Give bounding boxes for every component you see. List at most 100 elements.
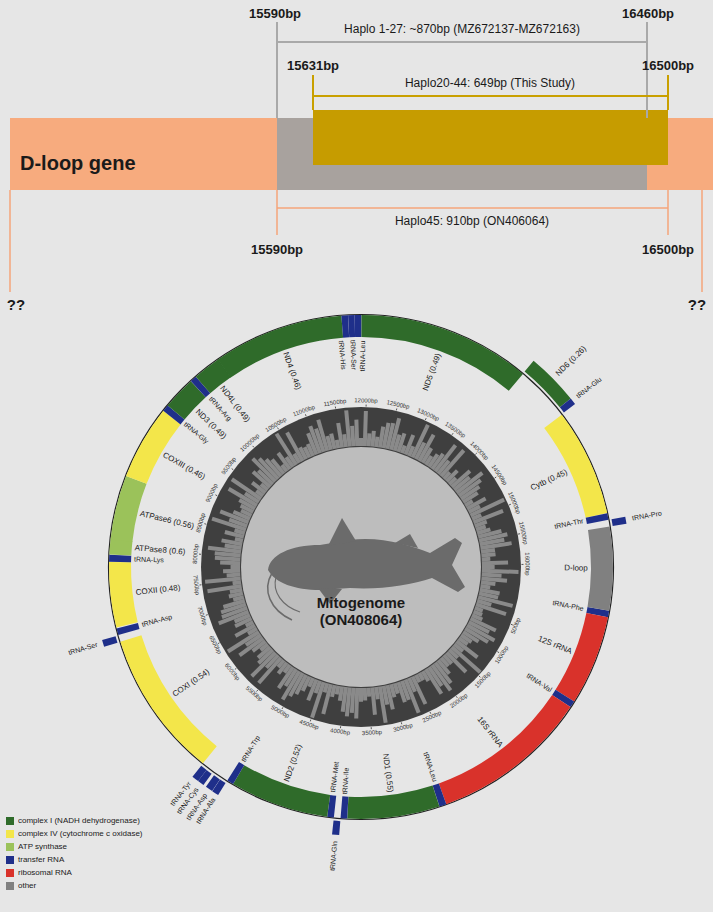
gc-bar (402, 446, 405, 454)
tick-label: 12000bp (354, 397, 378, 405)
legend-row: transfer RNA (6, 853, 143, 866)
gene-arc (342, 315, 348, 337)
legend-swatch (6, 869, 14, 877)
position-label: 16460bp (622, 7, 674, 22)
bracket-line (667, 190, 669, 235)
gene-label: ND4 (0.46) (281, 351, 303, 391)
gc-bar (363, 688, 367, 701)
position-label: 15590bp (249, 7, 301, 22)
trna-label: tRNA-Leu (421, 751, 439, 783)
gc-bar (225, 545, 242, 548)
gc-bar (481, 554, 495, 555)
bracket-line (277, 207, 668, 209)
gene-arc (553, 421, 596, 515)
gene-label: ATPase8 (0.6) (134, 544, 186, 557)
gc-histogram (205, 410, 518, 722)
gene-label: ND2 (0.52) (282, 743, 303, 783)
tick-label: 5500bp (244, 685, 264, 703)
legend-text: transfer RNA (18, 855, 64, 864)
gene-arc-minus (565, 403, 569, 408)
gene-arc (203, 368, 225, 385)
gc-bar (441, 450, 464, 476)
legend-text: ribosomal RNA (18, 868, 72, 877)
gene-arc (561, 696, 565, 701)
gc-bar (359, 438, 363, 446)
trna-label: tRNA-Lys (134, 555, 164, 564)
fish-dorsal-fin (328, 518, 356, 546)
gc-bar (340, 687, 342, 701)
tick-label: 1000bp (494, 644, 510, 665)
gene-arc (355, 315, 362, 337)
bracket-line (276, 22, 278, 118)
gene-arc (443, 701, 562, 794)
trna-label: tRNA-Gln (328, 840, 339, 871)
gene-arc (341, 796, 347, 818)
tick-mark (215, 494, 217, 496)
genome-map-ground (109, 315, 614, 820)
gc-bar (332, 685, 335, 697)
haplotype-label: Haplo20-44: 649bp (This Study) (405, 77, 575, 91)
tick-label: 15000bp (506, 491, 521, 515)
gc-bar (331, 434, 334, 449)
ring-outline (109, 315, 614, 820)
gc-bar (481, 543, 512, 548)
gene-arc (109, 555, 131, 562)
legend-row: other (6, 879, 143, 892)
legend-swatch (6, 856, 14, 864)
tick-label: 9000bp (205, 483, 220, 504)
tick-mark (235, 668, 237, 669)
legend-swatch (6, 882, 14, 890)
tick-mark (335, 407, 336, 409)
gc-bar (232, 479, 261, 499)
tick-mark (521, 564, 523, 565)
gene-label: ND1 (0.55) (381, 753, 395, 793)
tick-label: 8000bp (191, 544, 199, 565)
gc-bar (233, 582, 241, 583)
gene-label: 12S rRNA (536, 634, 573, 656)
gc-bar (231, 565, 240, 569)
gc-bar (223, 569, 240, 574)
tick-label: 14000bp (469, 440, 490, 461)
gc-bar (344, 434, 346, 447)
legend-text: ATP synthase (18, 842, 67, 851)
position-label: 16500bp (642, 59, 694, 74)
bracket-line (9, 190, 11, 292)
gc-bar (481, 550, 495, 552)
gc-bar (482, 565, 495, 569)
dloop-band: D-loop gene (10, 118, 713, 190)
trna-label: tRNA-Ser (348, 340, 357, 370)
gene-arc-minus (202, 775, 207, 779)
gc-bar (229, 593, 243, 596)
gc-bar (482, 571, 519, 572)
unknown-marker: ?? (688, 296, 706, 313)
gc-bar (482, 557, 491, 562)
tick-label: 5000bp (270, 704, 291, 720)
gc-bar (215, 558, 240, 560)
fish-body (268, 538, 465, 592)
position-label: 15590bp (251, 243, 303, 258)
gc-bar (352, 688, 354, 713)
gc-bar (474, 511, 504, 523)
gene-label: ND5 (0.49) (421, 352, 443, 392)
gene-label: COXIII (0.46) (162, 450, 207, 481)
haplo-gold-region (313, 110, 668, 165)
gene-arc-minus (618, 518, 619, 525)
tick-label: 1500bp (474, 670, 493, 689)
gene-label: 16S rRNA (475, 715, 504, 749)
tick-label: 6500bp (207, 635, 223, 656)
gene-arc (348, 796, 436, 808)
genome-title: Mitogenome (ON408064) (291, 594, 431, 629)
legend-swatch (6, 843, 14, 851)
gc-bar (205, 578, 240, 581)
bracket-line (667, 75, 669, 110)
tick-mark (200, 584, 202, 585)
unknown-marker: ?? (7, 296, 25, 313)
tick-label: 2000bp (449, 692, 469, 709)
gc-bar (365, 411, 366, 446)
tick-label: 8500bp (195, 512, 207, 533)
band-title: D-loop gene (20, 152, 713, 175)
tick-label: 4500bp (299, 718, 320, 731)
gc-bar (227, 573, 241, 578)
gc-bar (230, 590, 242, 592)
